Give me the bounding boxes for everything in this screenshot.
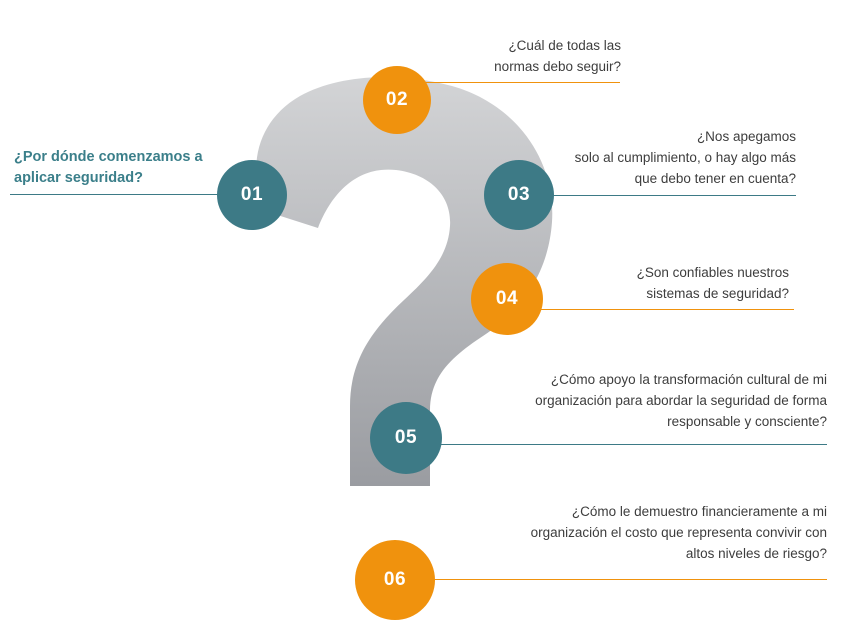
question-06-line-3: altos niveles de riesgo?	[685, 546, 827, 561]
question-03-text: ¿Nos apegamos solo al cumplimiento, o ha…	[575, 126, 796, 189]
question-mark-shape	[256, 77, 553, 486]
question-04-text: ¿Son confiables nuestros sistemas de seg…	[637, 262, 789, 304]
rule-04	[508, 309, 794, 311]
question-06-line-1: ¿Cómo le demuestro financieramente a mi	[571, 504, 827, 519]
badge-04-number: 04	[495, 288, 519, 309]
question-05-text: ¿Cómo apoyo la transformación cultural d…	[535, 369, 827, 432]
badge-05: 05	[370, 402, 442, 474]
question-01-line-1: ¿Por dónde comenzamos a	[14, 149, 203, 165]
question-03-line-1: ¿Nos apegamos	[696, 129, 796, 144]
badge-05-number: 05	[394, 427, 418, 448]
question-05-line-1: ¿Cómo apoyo la transformación cultural d…	[550, 372, 827, 387]
question-03-line-3: que debo tener en cuenta?	[634, 171, 796, 186]
question-05-line-2: organización para abordar la seguridad d…	[535, 393, 827, 408]
rule-05	[406, 444, 827, 446]
question-01-line-2: aplicar seguridad?	[14, 170, 143, 186]
question-02-text: ¿Cuál de todas las normas debo seguir?	[494, 35, 621, 77]
rule-01	[10, 194, 242, 196]
badge-03: 03	[484, 160, 554, 230]
question-05-line-3: responsable y consciente?	[667, 414, 827, 429]
badge-02: 02	[363, 66, 431, 134]
badge-01: 01	[217, 160, 287, 230]
badge-04: 04	[471, 263, 543, 335]
question-01-text: ¿Por dónde comenzamos a aplicar segurida…	[14, 147, 203, 189]
rule-02	[400, 82, 620, 84]
question-04-line-2: sistemas de seguridad?	[646, 286, 789, 301]
question-02-line-1: ¿Cuál de todas las	[508, 38, 621, 53]
badge-01-number: 01	[240, 184, 264, 205]
question-02-line-2: normas debo seguir?	[494, 59, 621, 74]
badge-03-number: 03	[507, 184, 531, 205]
rule-06	[396, 579, 827, 581]
question-04-line-1: ¿Son confiables nuestros	[636, 265, 789, 280]
rule-03	[520, 195, 796, 197]
question-03-line-2: solo al cumplimiento, o hay algo más	[574, 150, 796, 165]
question-06-line-2: organización el costo que representa con…	[530, 525, 827, 540]
badge-06: 06	[355, 540, 435, 620]
question-06-text: ¿Cómo le demuestro financieramente a mi …	[531, 501, 827, 564]
badge-06-number: 06	[383, 569, 407, 590]
badge-02-number: 02	[385, 89, 409, 110]
